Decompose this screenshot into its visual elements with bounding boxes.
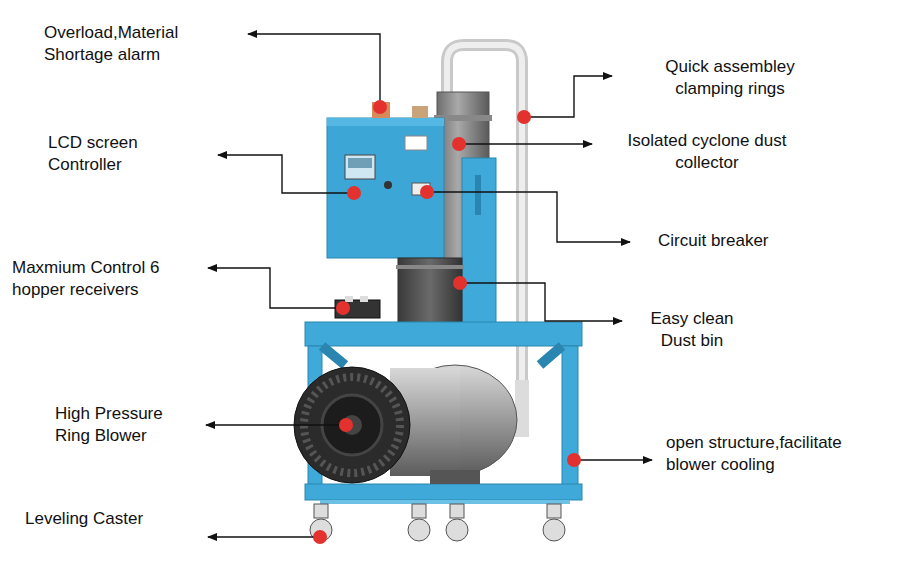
callout-label: Quick assembley clamping rings: [640, 56, 820, 100]
callout-label: Leveling Caster: [25, 508, 195, 530]
callout-dots: [313, 100, 581, 544]
leader-lines: [206, 34, 652, 537]
callout-label: open structure,facilitate blower cooling: [666, 432, 894, 476]
callout-label: Circuit breaker: [658, 230, 858, 252]
callout-label: Overload,Material Shortage alarm: [44, 22, 209, 66]
callout-label: Isolated cyclone dust collector: [622, 130, 792, 174]
callout-label: Maxmium Control 6 hopper receivers: [12, 257, 197, 301]
machine: [294, 45, 582, 541]
callout-label: High Pressure Ring Blower: [55, 403, 190, 447]
callout-label: LCD screen Controller: [48, 132, 173, 176]
callout-label: Easy clean Dust bin: [632, 308, 752, 352]
